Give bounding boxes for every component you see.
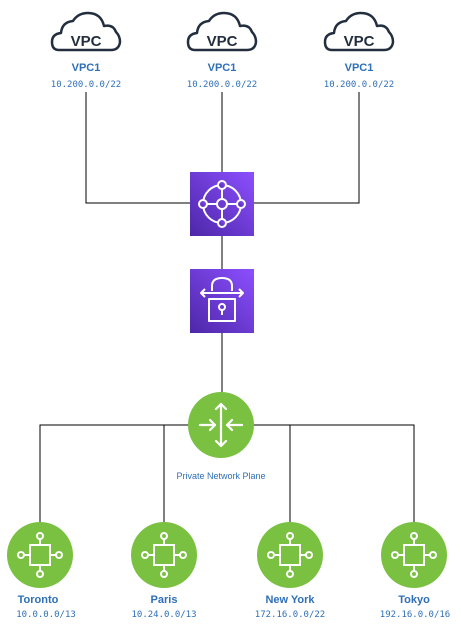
vpc1-right-link [254, 92, 360, 204]
site-cidr: 10.0.0.0/13 [16, 610, 76, 620]
vpc-icon-text: VPC [344, 33, 375, 50]
vpc-left[interactable]: VPC VPC1 10.200.0.0/22 [50, 11, 122, 90]
site-name: New York [265, 594, 315, 606]
vpc-name: VPC1 [345, 62, 374, 74]
vpc-cidr: 10.200.0.0/22 [187, 80, 257, 90]
vpc1-left-link [85, 92, 190, 204]
router-bus-left [39, 424, 188, 530]
vpn-gateway-tile [190, 269, 254, 333]
site-cidr: 192.16.0.0/16 [380, 610, 450, 620]
customer-gateway-icon [17, 532, 63, 578]
router-bus-right [254, 424, 415, 530]
transit-gateway[interactable] [190, 172, 254, 236]
vpc-cidr: 10.200.0.0/22 [51, 80, 121, 90]
private-network-plane-label: Private Network Plane [176, 471, 265, 481]
vpc-center[interactable]: VPC VPC1 10.200.0.0/22 [186, 11, 258, 90]
router[interactable] [188, 392, 254, 458]
router-icon [198, 402, 244, 448]
vpn-gateway[interactable] [190, 269, 254, 333]
site-circle [131, 522, 197, 588]
vpc-icon-text: VPC [207, 33, 238, 50]
transit-gateway-icon [198, 180, 246, 228]
site-toronto[interactable]: Toronto 10.0.0.0/13 [7, 522, 76, 620]
site-circle [381, 522, 447, 588]
site-tokyo[interactable]: Tokyo 192.16.0.0/16 [380, 522, 450, 620]
site-paris[interactable]: Paris 10.24.0.0/13 [131, 522, 197, 620]
site-new-york[interactable]: New York 172.16.0.0/22 [255, 522, 325, 620]
customer-gateway-icon [391, 532, 437, 578]
cloud-icon [323, 11, 395, 52]
site-circle [7, 522, 73, 588]
site-circle [257, 522, 323, 588]
site-cidr: 172.16.0.0/22 [255, 610, 325, 620]
site-name: Toronto [18, 594, 59, 606]
vpc-icon-text: VPC [71, 33, 102, 50]
vpc-cidr: 10.200.0.0/22 [324, 80, 394, 90]
vpn-gateway-icon [200, 277, 244, 322]
customer-gateway-icon [267, 532, 313, 578]
vpc-name: VPC1 [72, 62, 101, 74]
cloud-icon [50, 11, 122, 52]
site-name: Tokyo [398, 594, 430, 606]
connector-lines [39, 92, 415, 530]
vpc-right[interactable]: VPC VPC1 10.200.0.0/22 [323, 11, 395, 90]
vpc-name: VPC1 [208, 62, 237, 74]
cloud-icon [186, 11, 258, 52]
customer-gateway-icon [141, 532, 187, 578]
site-cidr: 10.24.0.0/13 [131, 610, 196, 620]
site-name: Paris [151, 594, 178, 606]
